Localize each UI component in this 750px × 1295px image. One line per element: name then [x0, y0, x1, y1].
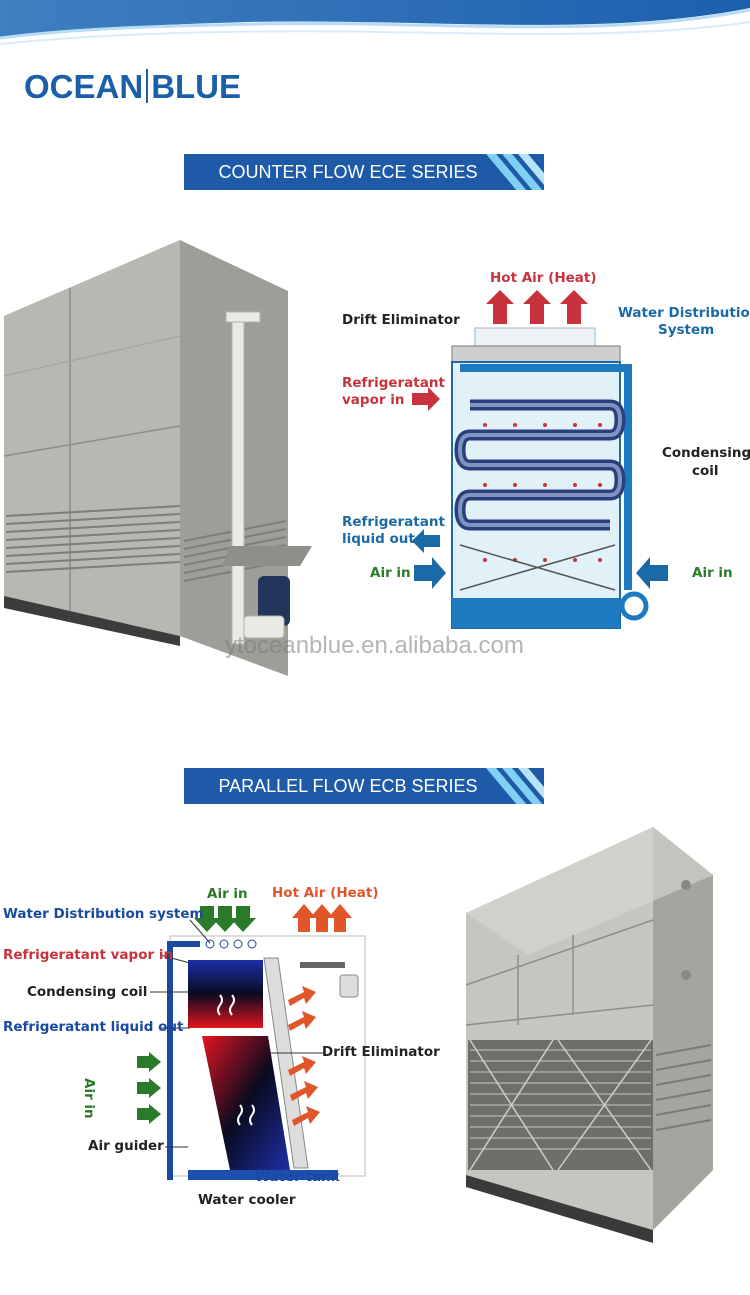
label-water-distribution-ecb: Water Distribution system	[3, 906, 204, 922]
label-water-distribution-ece-1: Water Distribution	[618, 305, 750, 321]
label-air-guider-ecb: Air guider	[88, 1138, 164, 1154]
brand-logo-divider	[146, 69, 149, 103]
label-drift-eliminator-ecb: Drift Eliminator	[322, 1044, 440, 1060]
label-condensing-coil-ecb: Condensing coil	[27, 984, 148, 1000]
ece-product-photo	[3, 240, 312, 676]
label-air-in-ecb-side: Air in	[81, 1078, 97, 1119]
label-liquid-out-ece-2: liquid out	[342, 531, 415, 547]
section-banner-ecb: PARALLEL FLOW ECB SERIES	[184, 768, 544, 804]
label-air-in-ece-right: Air in	[692, 565, 733, 581]
label-vapor-in-ece-1: Refrigeratant	[342, 375, 445, 391]
label-drift-eliminator-ece: Drift Eliminator	[342, 312, 460, 328]
label-vapor-in-ecb: Refrigeratant vapor in	[3, 947, 174, 963]
label-condensing-ece-1: Condensing	[662, 445, 750, 461]
label-air-in-ecb-top: Air in	[207, 886, 248, 902]
label-water-distribution-ece-2: System	[658, 322, 715, 338]
ece-schematic	[451, 290, 649, 629]
label-liquid-out-ece-1: Refrigeratant	[342, 514, 445, 530]
label-vapor-in-ece-2: vapor in	[342, 392, 405, 408]
section-banner-ece: COUNTER FLOW ECE SERIES	[184, 154, 544, 190]
ecb-schematic	[167, 904, 366, 1180]
label-air-in-ece-left: Air in	[370, 565, 411, 581]
ecb-air-in-arrows	[137, 1052, 161, 1124]
label-hot-air-ece: Hot Air (Heat)	[490, 270, 597, 286]
label-water-tank-ecb: Water tank	[255, 1169, 340, 1185]
section-title-ecb: PARALLEL FLOW ECB SERIES	[218, 776, 478, 796]
label-water-cooler-ecb: Water cooler	[198, 1192, 296, 1208]
label-condensing-ece-2: coil	[692, 463, 719, 479]
header-wave	[0, 0, 750, 45]
ece-arrows	[412, 387, 668, 589]
brand-logo-left: OCEAN	[24, 68, 144, 105]
brand-logo-right: BLUE	[151, 68, 242, 105]
watermark: ytoceanblue.en.alibaba.com	[225, 632, 524, 659]
section-title-ece: COUNTER FLOW ECE SERIES	[218, 162, 478, 182]
ecb-product-photo	[465, 827, 713, 1243]
ecb-leader-lines	[150, 919, 325, 1148]
label-liquid-out-ecb: Refrigeratant liquid out	[3, 1019, 184, 1035]
label-hot-air-ecb: Hot Air (Heat)	[272, 885, 379, 901]
